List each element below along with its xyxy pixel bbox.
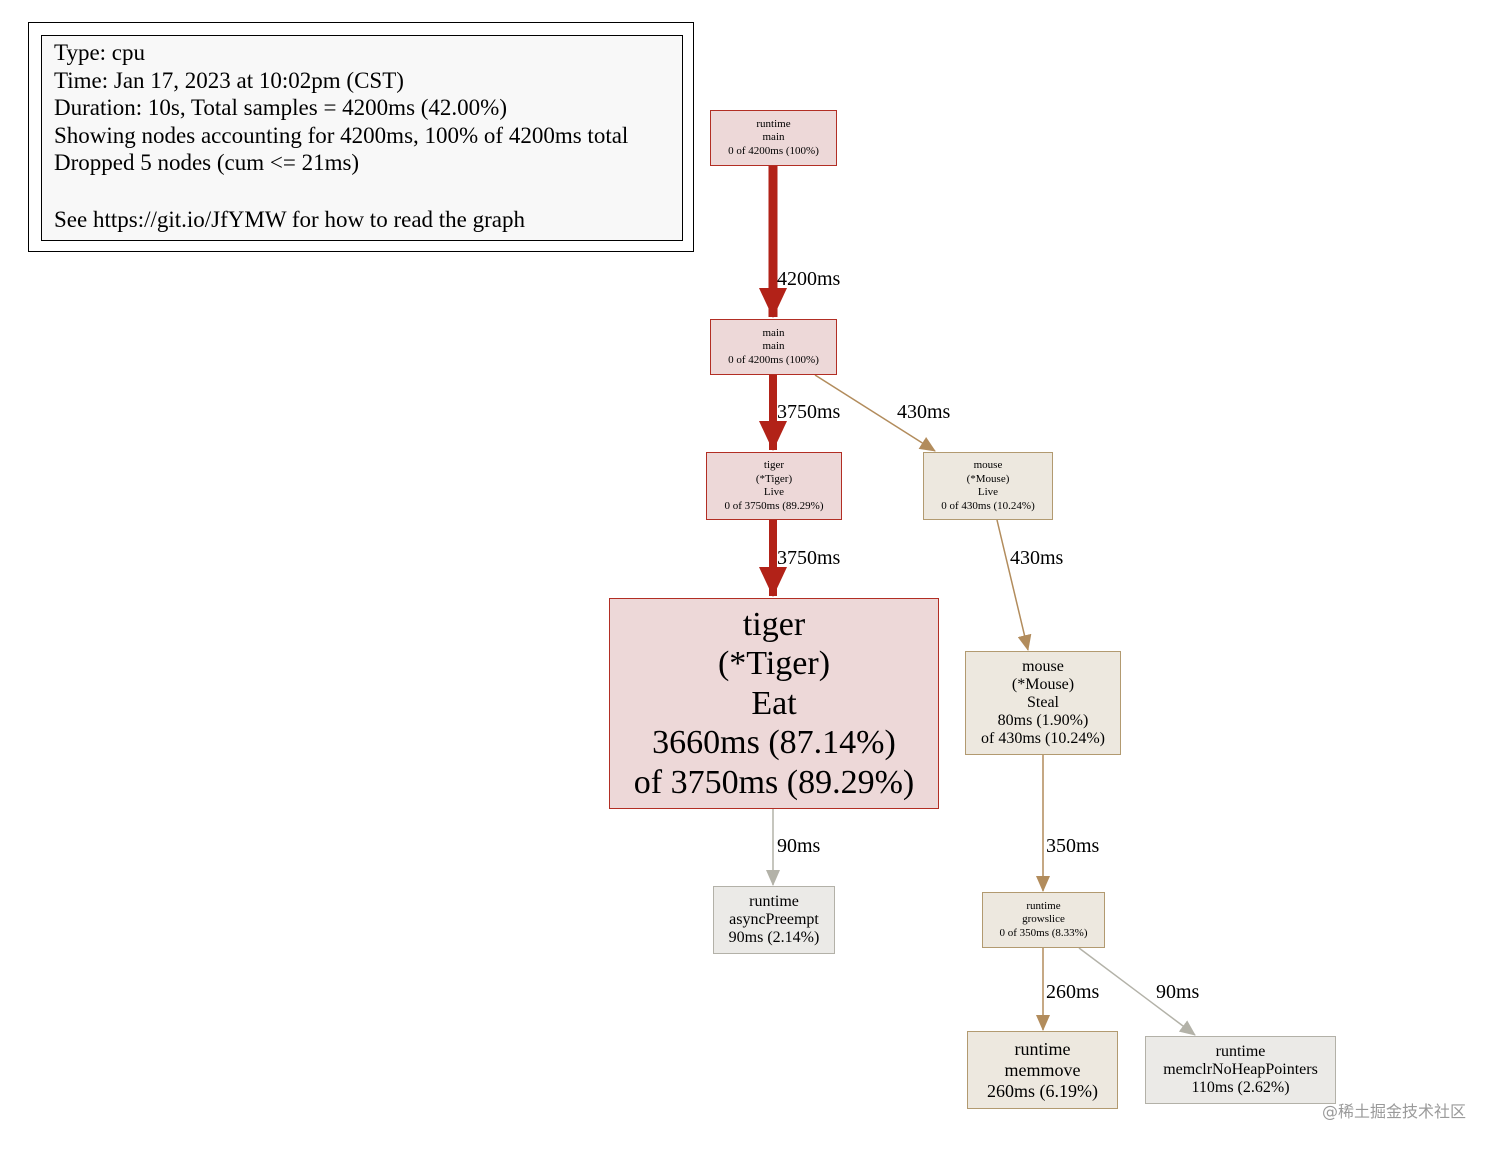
- node-memclr-no-heap-pointers[interactable]: runtime memclrNoHeapPointers 110ms (2.62…: [1145, 1036, 1336, 1104]
- legend-showing: Showing nodes accounting for 4200ms, 100…: [54, 122, 629, 148]
- node-line: 0 of 430ms (10.24%): [941, 499, 1035, 512]
- node-line: 0 of 350ms (8.33%): [999, 926, 1088, 939]
- edge-label-tiger-live-to-eat: 3750ms: [777, 547, 841, 569]
- node-growslice[interactable]: runtime growslice 0 of 350ms (8.33%): [982, 892, 1105, 948]
- node-line: runtime: [1215, 1043, 1266, 1060]
- node-line: Live: [763, 486, 785, 498]
- node-main-main[interactable]: main main 0 of 4200ms (100%): [710, 319, 837, 375]
- node-runtime-main[interactable]: runtime main 0 of 4200ms (100%): [710, 110, 837, 166]
- edge-mouse-live-to-steal: [996, 519, 1032, 651]
- node-line: Eat: [751, 684, 797, 722]
- node-line: tiger: [763, 459, 785, 471]
- edge-label-main-to-mouse-live: 430ms: [897, 401, 951, 423]
- node-line: runtime: [756, 117, 791, 130]
- node-mouse-steal[interactable]: mouse (*Mouse) Steal 80ms (1.90%) of 430…: [965, 651, 1121, 755]
- edge-label-steal-to-growslice: 350ms: [1046, 835, 1100, 857]
- edge-label-runtime-main-to-main: 4200ms: [777, 268, 841, 290]
- node-line: 90ms (2.14%): [728, 929, 820, 946]
- edge-label-growslice-to-memclr: 90ms: [1156, 981, 1200, 1003]
- legend-help: See https://git.io/JfYMW for how to read…: [54, 206, 525, 232]
- node-line: tiger: [742, 605, 806, 643]
- node-async-preempt[interactable]: runtime asyncPreempt 90ms (2.14%): [713, 886, 835, 954]
- node-line: runtime: [1026, 899, 1061, 912]
- node-line: main: [762, 326, 785, 339]
- node-line: 80ms (1.90%): [997, 712, 1089, 729]
- edge-label-growslice-to-memmove: 260ms: [1046, 981, 1100, 1003]
- node-line: 3660ms (87.14%): [652, 724, 896, 762]
- node-line: runtime: [1014, 1038, 1071, 1059]
- node-line: memclrNoHeapPointers: [1163, 1061, 1318, 1078]
- legend-time: Time: Jan 17, 2023 at 10:02pm (CST): [54, 67, 404, 93]
- watermark: @稀土掘金技术社区: [1322, 1102, 1467, 1121]
- node-line: Steal: [1027, 694, 1059, 711]
- node-line: (*Tiger): [717, 645, 831, 683]
- node-line: asyncPreempt: [729, 911, 819, 928]
- legend-type: Type: cpu: [54, 40, 146, 65]
- node-line: main: [762, 340, 785, 353]
- node-line: 0 of 4200ms (100%): [728, 144, 819, 157]
- node-line: 0 of 3750ms (89.29%): [724, 499, 824, 512]
- node-memmove[interactable]: runtime memmove 260ms (6.19%): [967, 1031, 1118, 1109]
- node-tiger-live[interactable]: tiger (*Tiger) Live 0 of 3750ms (89.29%): [706, 452, 842, 520]
- legend-duration: Duration: 10s, Total samples = 4200ms (4…: [54, 95, 508, 120]
- legend-dropped: Dropped 5 nodes (cum <= 21ms): [54, 150, 360, 175]
- node-line: 110ms (2.62%): [1191, 1079, 1290, 1096]
- node-tiger-eat[interactable]: tiger (*Tiger) Eat 3660ms (87.14%) of 37…: [609, 598, 939, 809]
- node-line: Live: [977, 486, 999, 498]
- node-line: memmove: [1004, 1059, 1081, 1080]
- legend-box: Type: cpu Time: Jan 17, 2023 at 10:02pm …: [41, 35, 683, 241]
- node-line: main: [762, 131, 785, 144]
- node-mouse-live[interactable]: mouse (*Mouse) Live 0 of 430ms (10.24%): [923, 452, 1053, 520]
- node-line: mouse: [1022, 658, 1064, 675]
- edge-label-mouse-live-to-steal: 430ms: [1010, 547, 1064, 569]
- edge-main-to-mouse-live: [814, 374, 936, 452]
- node-line: of 430ms (10.24%): [981, 730, 1105, 747]
- node-line: runtime: [749, 893, 799, 910]
- edge-label-main-to-tiger-live: 3750ms: [777, 401, 841, 423]
- node-line: growslice: [1022, 913, 1065, 926]
- node-line: (*Tiger): [755, 472, 793, 485]
- node-line: (*Mouse): [1011, 676, 1075, 693]
- node-line: 260ms (6.19%): [987, 1080, 1098, 1101]
- node-line: mouse: [973, 459, 1003, 471]
- node-line: 0 of 4200ms (100%): [728, 353, 819, 366]
- node-line: of 3750ms (89.29%): [633, 763, 915, 801]
- edge-label-eat-to-async-preempt: 90ms: [777, 835, 821, 857]
- node-line: (*Mouse): [966, 472, 1010, 485]
- edge-growslice-to-memclr: [1078, 947, 1196, 1036]
